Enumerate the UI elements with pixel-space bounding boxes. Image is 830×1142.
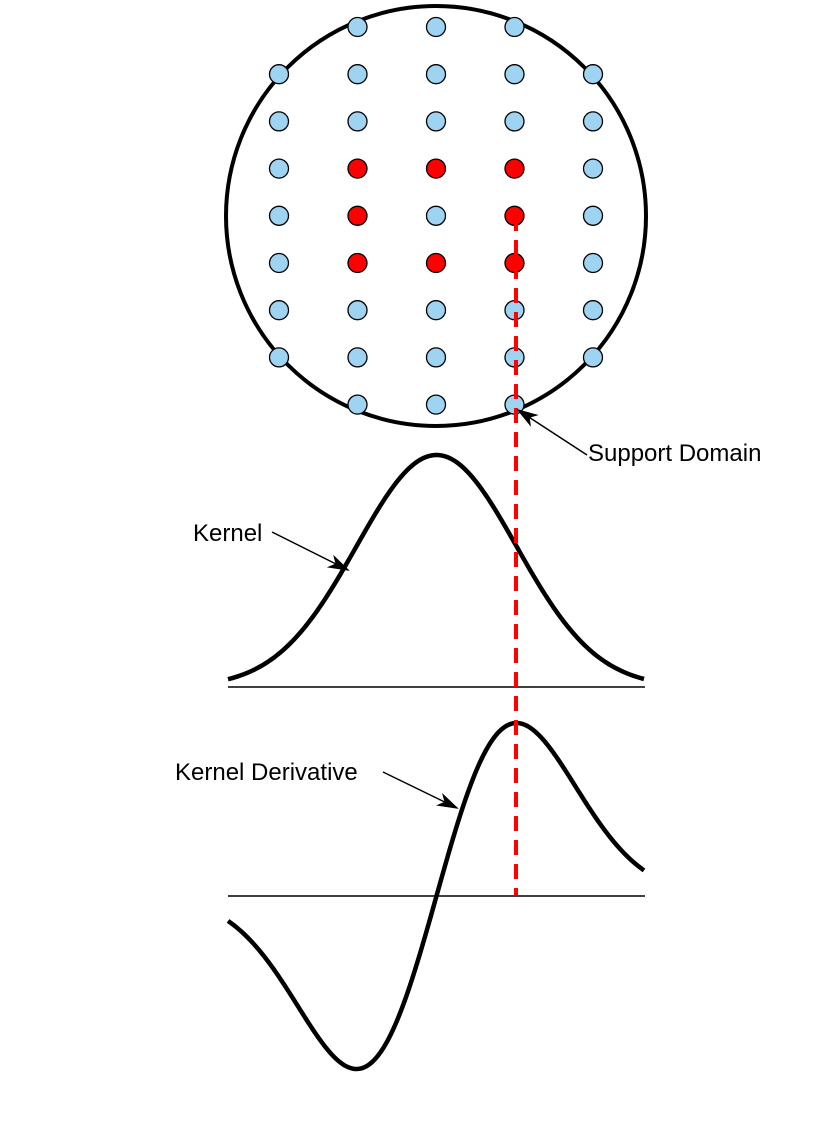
- kernel-arrow: [271, 531, 350, 571]
- neighbor-particle: [425, 64, 447, 85]
- kernel-label: Kernel: [193, 520, 262, 547]
- neighbor-particle: [582, 252, 604, 274]
- active-particle: [425, 158, 447, 179]
- neighbor-particle: [582, 300, 604, 321]
- support-domain-circle: [224, 4, 648, 428]
- active-particle: [425, 252, 447, 274]
- neighbor-particle: [582, 205, 604, 226]
- neighbor-particle: [268, 158, 290, 179]
- neighbor-particle: [425, 111, 447, 132]
- active-particle: [504, 158, 525, 179]
- particle-grid: [268, 16, 604, 415]
- neighbor-particle: [268, 64, 290, 85]
- neighbor-particle: [268, 347, 290, 368]
- neighbor-particle: [347, 111, 368, 132]
- kernel-derivative-curve: [226, 720, 646, 1072]
- neighbor-particle: [268, 111, 290, 132]
- support-domain-label: Support Domain: [588, 440, 761, 467]
- kernel-derivative-label: Kernel Derivative: [175, 759, 358, 786]
- neighbor-particle: [582, 111, 604, 132]
- neighbor-particle: [582, 158, 604, 179]
- active-particle: [347, 205, 368, 226]
- neighbor-particle: [504, 64, 525, 85]
- neighbor-particle: [347, 347, 368, 368]
- active-particle: [347, 252, 368, 274]
- kernel-curve: [227, 452, 645, 682]
- neighbor-particle: [347, 394, 368, 415]
- neighbor-particle: [504, 16, 525, 38]
- neighbor-particle: [268, 205, 290, 226]
- neighbor-particle: [425, 16, 447, 38]
- neighbor-particle: [425, 394, 447, 415]
- neighbor-particle: [425, 347, 447, 368]
- neighbor-particle: [582, 347, 604, 368]
- neighbor-particle: [425, 205, 447, 226]
- neighbor-particle: [425, 300, 447, 321]
- active-particle: [347, 158, 368, 179]
- neighbor-particle: [268, 300, 290, 321]
- neighbor-particle: [268, 252, 290, 274]
- kernel-derivative-arrow: [382, 771, 459, 809]
- neighbor-particle: [347, 16, 368, 38]
- neighbor-particle: [347, 300, 368, 321]
- neighbor-particle: [582, 64, 604, 85]
- neighbor-particle: [504, 111, 525, 132]
- support-domain-arrow: [516, 408, 588, 456]
- neighbor-particle: [347, 64, 368, 85]
